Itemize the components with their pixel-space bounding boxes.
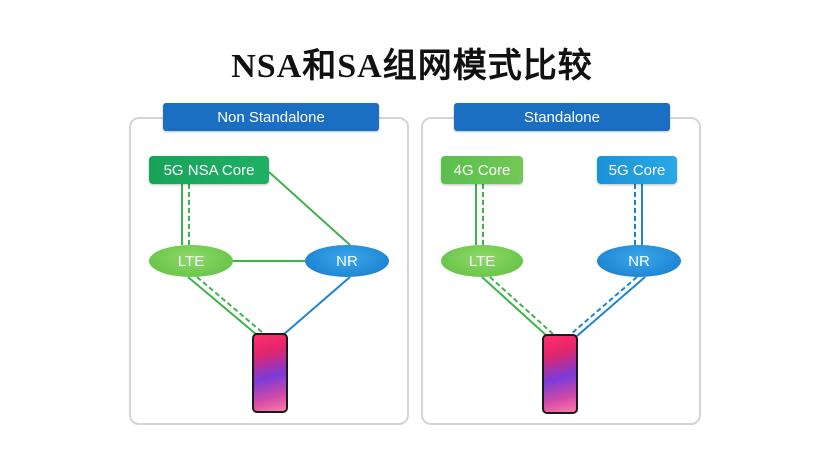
4g-core-box: 4G Core [441, 156, 523, 184]
nsa-nr-node: NR [305, 245, 389, 277]
nsa-nr-phone-link [282, 276, 351, 336]
sa-lte-phone-link-dashed [489, 276, 554, 335]
smartphone-icon [542, 334, 578, 414]
nsa-lte-phone-link-dashed [196, 276, 264, 334]
5g-nsa-core-box: 5G NSA Core [149, 156, 269, 184]
nsa-lte-node: LTE [149, 245, 233, 277]
5g-core-box: 5G Core [597, 156, 677, 184]
sa-nr-phone-link-solid [576, 276, 646, 337]
sa-nr-phone-link-dashed [570, 276, 638, 335]
sa-header: Standalone [454, 103, 670, 131]
nsa-core-nr-link [268, 171, 351, 246]
smartphone-icon [252, 333, 288, 413]
page-title: NSA和SA组网模式比较 [231, 48, 593, 85]
sa-lte-node: LTE [441, 245, 523, 277]
nsa-header: Non Standalone [163, 103, 379, 131]
sa-lte-phone-link-solid [481, 276, 548, 337]
sa-nr-node: NR [597, 245, 681, 277]
nsa-lte-phone-link-solid [187, 276, 258, 336]
